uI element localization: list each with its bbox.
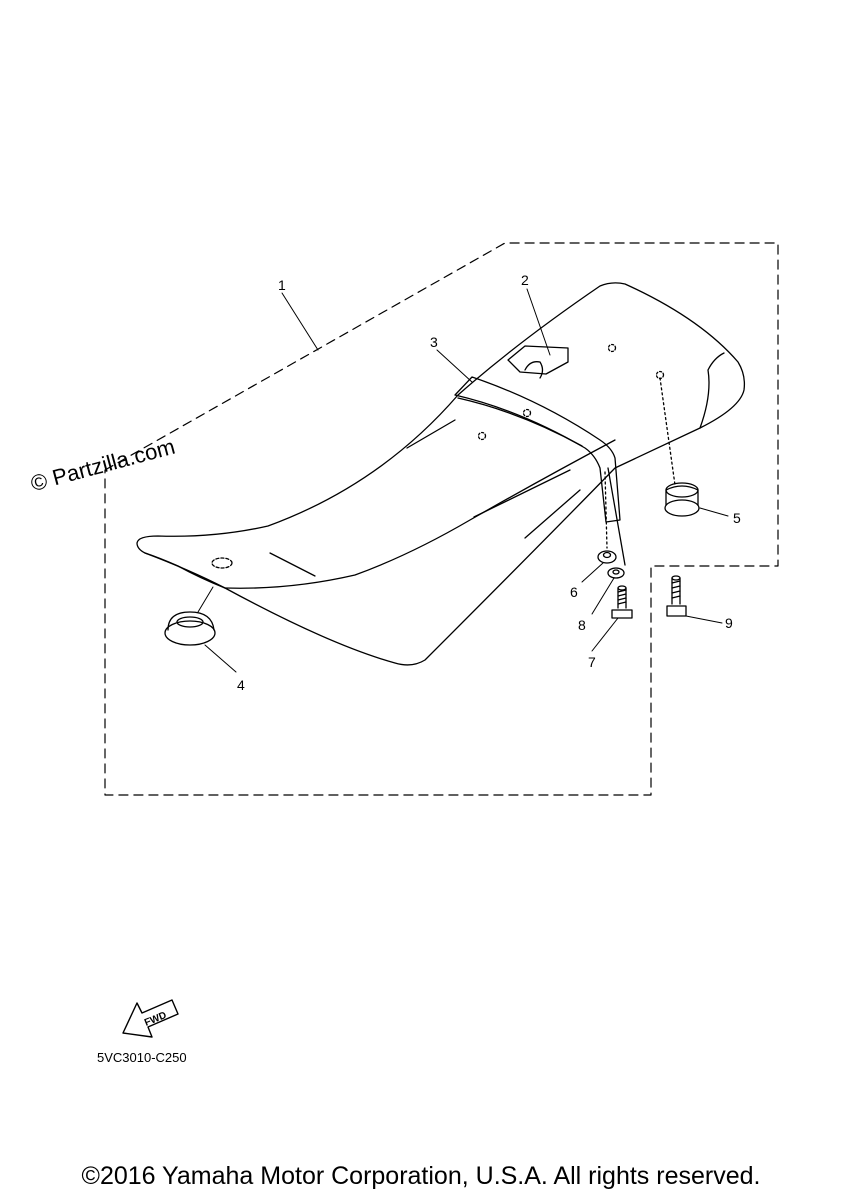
seat-hole bbox=[211, 557, 233, 569]
damper-part-5 bbox=[664, 482, 700, 517]
callout-5: 5 bbox=[733, 510, 741, 526]
seat-cushion-line bbox=[607, 467, 626, 566]
fwd-label: FWD bbox=[143, 1010, 168, 1029]
bolt-part-9 bbox=[666, 575, 687, 617]
seat-top-outline bbox=[136, 282, 746, 666]
callout-7: 7 bbox=[588, 654, 596, 670]
seat-cushion-line bbox=[406, 419, 456, 449]
damper-part-4 bbox=[164, 611, 216, 646]
copyright-notice: ©2016 Yamaha Motor Corporation, U.S.A. A… bbox=[81, 1162, 761, 1190]
seat-cushion-line bbox=[524, 489, 581, 539]
seat bbox=[136, 282, 746, 666]
callout-1: 1 bbox=[278, 277, 286, 293]
seat-cushion-line bbox=[473, 469, 571, 518]
fwd-arrow-icon: FWD bbox=[122, 999, 179, 1038]
seat-hole bbox=[607, 343, 617, 353]
callout-3: 3 bbox=[430, 334, 438, 350]
diagram-code: 5VC3010-C250 bbox=[97, 1050, 187, 1065]
seat-side-edge bbox=[144, 552, 226, 589]
washer-part-8 bbox=[607, 567, 625, 579]
seat-cushion-line bbox=[224, 439, 616, 589]
seat-hole bbox=[477, 431, 487, 441]
callout-8: 8 bbox=[578, 617, 586, 633]
leader-lines bbox=[197, 288, 729, 673]
assembly-line bbox=[659, 377, 676, 486]
seat-cushion-line bbox=[269, 552, 316, 577]
washer-part-6 bbox=[597, 550, 617, 564]
callout-9: 9 bbox=[725, 615, 733, 631]
assembly-boundary bbox=[104, 242, 779, 796]
callout-6: 6 bbox=[570, 584, 578, 600]
callout-2: 2 bbox=[521, 272, 529, 288]
seat-hook bbox=[507, 345, 569, 379]
bolt-part-7 bbox=[611, 585, 633, 619]
callout-4: 4 bbox=[237, 677, 245, 693]
seat-rear-contour bbox=[699, 352, 725, 429]
seat-hole bbox=[522, 408, 532, 418]
seat-strap bbox=[454, 376, 621, 523]
